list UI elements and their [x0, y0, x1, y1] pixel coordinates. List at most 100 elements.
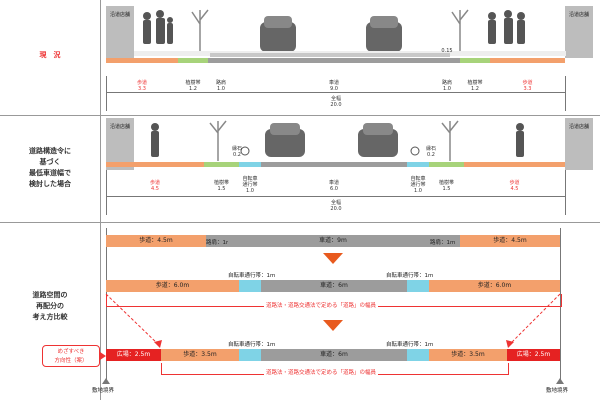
- dim-value: 0.2: [427, 152, 435, 158]
- dim-text: 全幅: [330, 96, 341, 102]
- dim-text: 植樹帯: [213, 180, 229, 186]
- r2-sidewalk-r: 歩道：6.0m: [429, 280, 560, 292]
- seg-plant-r: [460, 58, 490, 63]
- r1-shoulder-l: [206, 235, 228, 247]
- dim-value: 4.5: [151, 186, 159, 192]
- r3-bike-r: [407, 349, 429, 361]
- shift-arrows: [105, 293, 561, 348]
- caption-1: 道路法・道路交通法で定める「道路」の幅員: [264, 301, 379, 309]
- dim-text: 歩道: [509, 180, 520, 186]
- dim-text: 歩道: [522, 80, 533, 86]
- seg2-sidewalk-r: [464, 162, 565, 167]
- dim-text: 縁石: [425, 146, 436, 152]
- shop-label: 沿道店舗: [568, 124, 589, 130]
- seg-shoulder-l: [208, 58, 234, 63]
- dim-text: 路肩: [441, 80, 452, 86]
- dim-value: 20.0: [330, 102, 342, 108]
- aim-badge: めざすべき 方向性（案）: [42, 345, 100, 367]
- dim-value: 1.0: [443, 86, 451, 92]
- seg2-road: [261, 162, 407, 167]
- dim-text: 縁石: [231, 146, 242, 152]
- r2-bike-l: [239, 280, 261, 292]
- arrow-down-icon: [323, 320, 343, 331]
- divider-col: [100, 0, 101, 400]
- seg-sidewalk-r: [490, 58, 565, 63]
- tick: [106, 170, 107, 215]
- seg-plant-l: [178, 58, 208, 63]
- divider-2: [0, 222, 600, 223]
- triangle-icon: [556, 378, 564, 384]
- triangle-icon: [102, 378, 110, 384]
- dim-text: 歩道: [136, 80, 147, 86]
- shop-right: 沿道店舗: [565, 6, 593, 58]
- boundary-label-l: 敷地境界: [92, 388, 115, 394]
- seg2-plant-l: [204, 162, 239, 167]
- r1-shoulder-r-label: 路肩：1m: [430, 240, 456, 246]
- dim-value: 1.5: [217, 186, 226, 192]
- r2-bike-r: [407, 280, 429, 292]
- seg-shoulder-r: [434, 58, 460, 63]
- dim-value: 9.0: [330, 86, 338, 92]
- tick: [106, 76, 107, 111]
- r3-bike-r-label: 自転車通行帯：1m: [386, 342, 434, 348]
- r3-road: 車道：6m: [261, 349, 407, 361]
- r3-sidewalk-r: 歩道：3.5m: [429, 349, 507, 361]
- pointer-icon: [100, 352, 106, 360]
- r1-road: 車道：9m: [228, 235, 438, 247]
- r1-shoulder-r: [438, 235, 460, 247]
- r2-bike-r-label: 自転車通行帯：1m: [386, 273, 434, 279]
- tick: [565, 76, 566, 111]
- boundary-label-r: 敷地境界: [546, 388, 569, 394]
- r2-bike-l-label: 自転車通行帯：1m: [228, 273, 276, 279]
- street-illustration-1: [134, 9, 566, 57]
- dim-value: 3.3: [138, 86, 146, 92]
- dim-value: 1.5: [442, 186, 451, 192]
- r1-sidewalk-r: 歩道：4.5m: [460, 235, 560, 247]
- dim-text: 植樹帯: [185, 80, 201, 86]
- seg2-plant-r: [429, 162, 464, 167]
- dim-text: 植樹帯: [438, 180, 454, 186]
- seg2-bike-l: [239, 162, 261, 167]
- dim-text: 路肩: [215, 80, 226, 86]
- shop-right-2: 沿道店舗: [565, 118, 593, 170]
- r3-plaza-r: 広場：2.5m: [507, 349, 560, 361]
- r3-plaza-l: 広場：2.5m: [106, 349, 161, 361]
- dim-line-1: [106, 92, 565, 93]
- shop-label: 沿道店舗: [109, 124, 130, 130]
- r3-bike-l: [239, 349, 261, 361]
- label-minimum: 道路構造令に 基づく 最低車道幅で 検討した場合: [29, 147, 71, 188]
- label-current: 現 況: [39, 51, 61, 59]
- street-illustration-2: [151, 120, 524, 161]
- dim-value: 1.2: [189, 86, 197, 92]
- dim-value: 1.0: [414, 188, 422, 194]
- boundary-line-r: [560, 228, 561, 380]
- tick: [565, 170, 566, 215]
- r2-sidewalk-l: 歩道：6.0m: [106, 280, 239, 292]
- seg-sidewalk-l: [106, 58, 178, 63]
- dim-text: 自転車 通行帯: [410, 176, 426, 188]
- dim-text: 自転車 通行帯: [242, 176, 258, 188]
- shop-left-2: 沿道店舗: [106, 118, 134, 170]
- shop-left: 沿道店舗: [106, 6, 134, 58]
- dim-value: 20.0: [330, 206, 342, 212]
- seg-road: [234, 58, 434, 63]
- dim-value: 0.2: [233, 152, 241, 158]
- curb-dim: 0.15: [441, 48, 453, 54]
- dim-text: 全幅: [330, 200, 341, 206]
